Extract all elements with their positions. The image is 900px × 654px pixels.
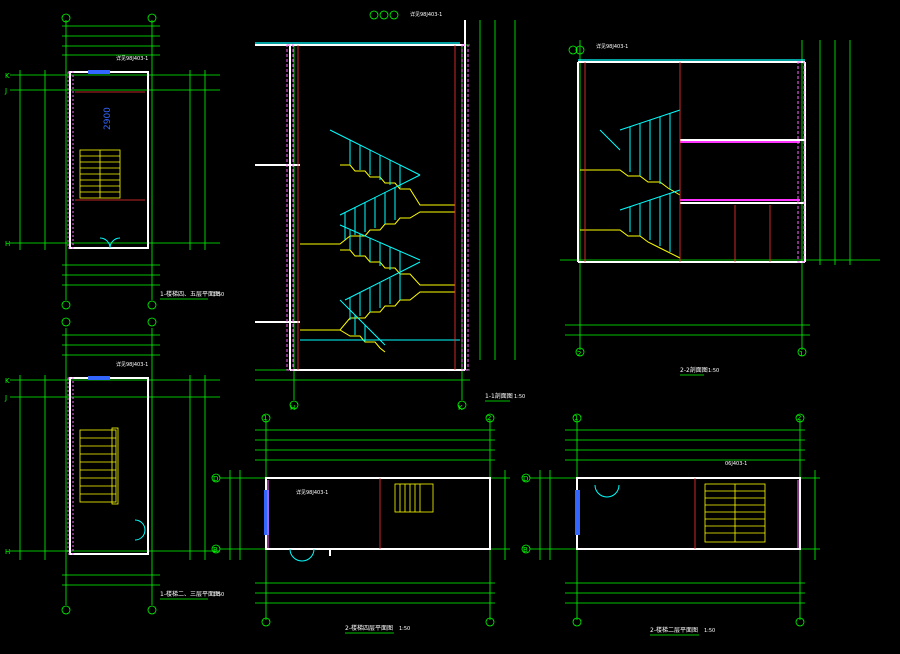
plan-mid-axis-d: D xyxy=(213,475,218,483)
railing-ref-bottom-left: 详见98J403-1 xyxy=(116,361,148,368)
section2-axis-1: 1 xyxy=(799,350,803,358)
section-2-2-title: 2-2剖面图 xyxy=(680,366,708,374)
plan-bottom-right: 1 2 D B 06J403-1 2-楼梯二层平面图 1:50 xyxy=(521,413,820,636)
section-2-2: 2 1 详见98J403-1 2-2剖面图 1:50 xyxy=(560,40,880,376)
section-1-1: H K 详见98J403-1 1-1剖面图 1:50 xyxy=(255,10,525,412)
railing-ref-top-left: 详见98J403-1 xyxy=(116,55,148,62)
section-2-2-scale: 1:50 xyxy=(708,368,719,374)
axis-h-label: H xyxy=(5,240,10,248)
plan-mid-axis-2: 2 xyxy=(487,414,491,422)
plan-top-left: 2900 K J H 详见98J403-1 1-楼梯四、五层平面图 1:50 xyxy=(4,13,224,310)
plan-bottom-right-title: 2-楼梯二层平面图 xyxy=(650,626,698,634)
cad-text-01: 2900 xyxy=(103,107,113,130)
plan-top-left-title: 1-楼梯四、五层平面图 xyxy=(160,290,220,298)
axis-k-label-2: K xyxy=(5,377,10,385)
axis-j-label-2: J xyxy=(4,394,7,402)
plan-right-axis-d: D xyxy=(523,475,528,483)
plan-bottom-left-title: 1-楼梯二、三层平面图 xyxy=(160,590,220,598)
axis-j-label: J xyxy=(4,87,7,95)
railing-ref-section-2: 详见98J403-1 xyxy=(596,43,628,50)
section2-axis-2: 2 xyxy=(577,350,581,358)
plan-right-axis-b: B xyxy=(523,546,528,554)
plan-right-axis-1: 1 xyxy=(574,414,578,422)
plan-bottom-middle: 1 2 D B 详见98J403-1 2-楼梯四层平面图 1:50 xyxy=(211,413,510,634)
section-axis-h: H xyxy=(290,404,295,412)
axis-h-label-2: H xyxy=(5,548,10,556)
plan-mid-axis-b: B xyxy=(213,546,218,554)
plan-right-axis-2: 2 xyxy=(797,414,801,422)
plan-bottom-right-scale: 1:50 xyxy=(704,628,715,634)
plan-bottom-left: K J H 详见98J403-1 1-楼梯二、三层平面图 1:50 xyxy=(4,317,224,615)
section-1-1-scale: 1:50 xyxy=(514,394,525,400)
plan-bottom-mid-scale: 1:50 xyxy=(399,626,410,632)
plan-mid-axis-1: 1 xyxy=(263,414,267,422)
plan-bottom-left-scale: 1:50 xyxy=(213,592,224,598)
axis-k-label: K xyxy=(5,72,10,80)
plan-top-left-scale: 1:50 xyxy=(213,292,224,298)
railing-ref-plan-mid: 详见98J403-1 xyxy=(296,489,328,496)
section-1-1-title: 1-1剖面图 xyxy=(485,392,513,400)
section-axis-k: K xyxy=(458,404,463,412)
plan-bottom-mid-title: 2-楼梯四层平面图 xyxy=(345,624,393,632)
railing-ref-section-1: 详见98J403-1 xyxy=(410,11,442,18)
cad-text-02: 06J403-1 xyxy=(725,461,747,467)
